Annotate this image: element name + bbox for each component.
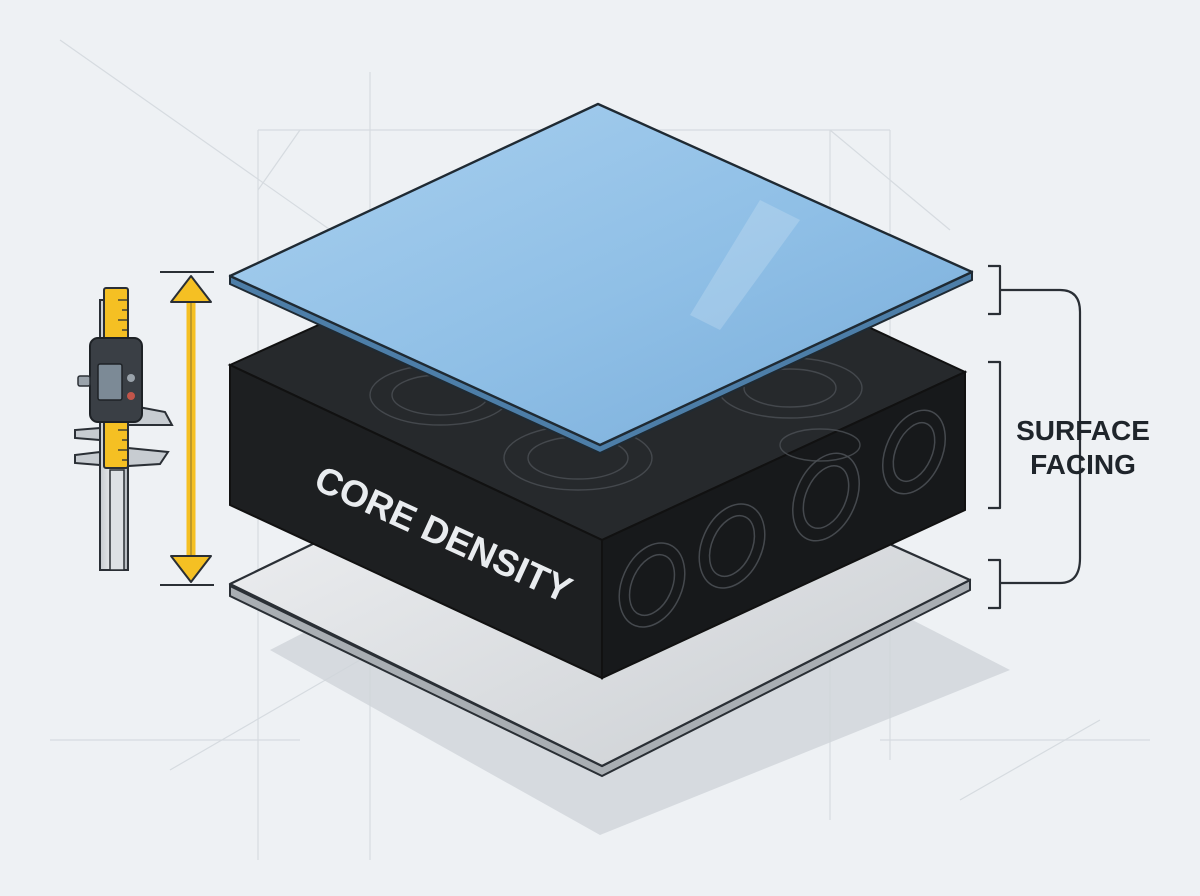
surface-facing-label-line2: FACING [1030,449,1136,480]
double-arrow-icon [160,271,214,586]
core-texture-side [618,409,946,628]
top-facing-sheet [228,102,974,455]
bracket-icon [988,264,1082,610]
caliper-icon [74,287,174,571]
surface-facing-label-line1: SURFACE [1016,415,1150,446]
core-side-face [601,370,966,680]
top-sheet-glare [690,200,800,330]
